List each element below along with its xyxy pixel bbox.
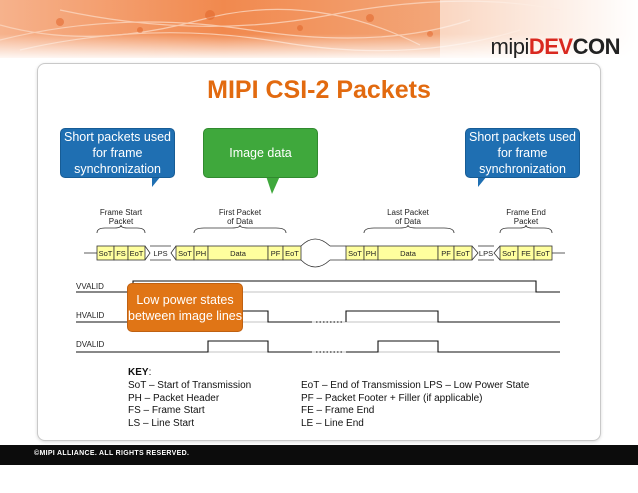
callout-image-data: Image data [203,128,318,178]
key-heading: KEY: [128,367,152,378]
callout-frame-sync-right: Short packets used for frame synchroniza… [465,128,580,178]
packet-data-2-label: Data [400,249,417,258]
packet-lps-1-label: LPS [153,249,167,258]
wave-dvalid-1 [76,340,312,353]
bracket-last-packet [363,224,455,234]
signal-vvalid-label: VVALID [76,282,104,291]
mipi-devcon-logo: mipiDEVCON [490,34,621,58]
label-frame-start-1: Frame Start [100,208,143,217]
packet-data-1-label: Data [230,249,247,258]
label-last-packet-1: Last Packet [387,208,430,217]
packet-eot-3 [453,245,473,261]
bracket-frame-end [499,224,553,234]
key-item-sot: SoT – Start of Transmission [128,380,252,391]
packet-sot-2-label: SoT [178,249,192,258]
packet-ph-2-label: PH [366,249,376,258]
wave-dvalid-2 [346,340,560,353]
packet-fs-label: FS [116,249,126,258]
key-column-1: SoT – Start of Transmission PH – Packet … [128,380,251,430]
key-item-ls: LS – Line Start [128,417,195,429]
wave-hvalid-2 [345,310,560,323]
banner-graphic [0,0,638,58]
packet-eot-4-label: EoT [536,249,550,258]
packet-eot-3-label: EoT [456,249,470,258]
copyright-text: ©MIPI ALLIANCE. ALL RIGHTS RESERVED. [34,450,190,457]
label-frame-end-1: Frame End [506,208,546,217]
bracket-frame-start [96,224,146,234]
bracket-first-packet [193,224,287,234]
header-banner: mipiDEVCON [0,0,638,58]
key-item-le: LE – Line End [301,417,364,429]
key-item-fe: FE – Frame End [301,405,375,416]
callout-center-tail [266,176,280,194]
key-item-eot-lps: EoT – End of Transmission LPS – Low Powe… [301,380,530,391]
packet-ph-1-label: PH [196,249,206,258]
packet-sot-1-label: SoT [99,249,113,258]
label-frame-end-2: Packet [514,217,539,226]
packet-eot-1 [127,245,146,261]
packet-eot-2-label: EoT [285,249,299,258]
wave-vvalid [76,280,560,293]
packet-fe-label: FE [521,249,531,258]
callout-low-power: Low power states between image lines [127,283,243,332]
packet-pf-2-label: PF [441,249,451,258]
packet-lps-2-label: LPS [479,249,493,258]
key-column-2: EoT – End of Transmission LPS – Low Powe… [301,380,529,430]
callout-frame-sync-left: Short packets used for frame synchroniza… [60,128,175,178]
packet-pf-1-label: PF [271,249,281,258]
signal-hvalid-label: HVALID [76,311,105,320]
packet-sot-4-label: SoT [502,249,516,258]
label-first-packet-2: of Data [227,217,253,226]
key-item-ph: PH – Packet Header [128,392,220,404]
label-last-packet-2: of Data [395,217,421,226]
packet-eot-2 [282,245,302,261]
key-item-pf: PF – Packet Footer + Filler (if applicab… [301,392,483,404]
footer-bar: ©MIPI ALLIANCE. ALL RIGHTS RESERVED. [0,445,638,465]
packet-sot-3-label: SoT [348,249,362,258]
packet-eot-1-label: EoT [130,249,144,258]
slide-title: MIPI CSI-2 Packets [207,76,431,104]
label-frame-start-2: Packet [109,217,134,226]
label-first-packet-1: First Packet [219,208,262,217]
callout-left-tail [152,176,161,187]
signal-dvalid-label: DVALID [76,340,105,349]
callout-right-tail [478,176,487,187]
key-item-fs: FS – Frame Start [128,405,205,416]
